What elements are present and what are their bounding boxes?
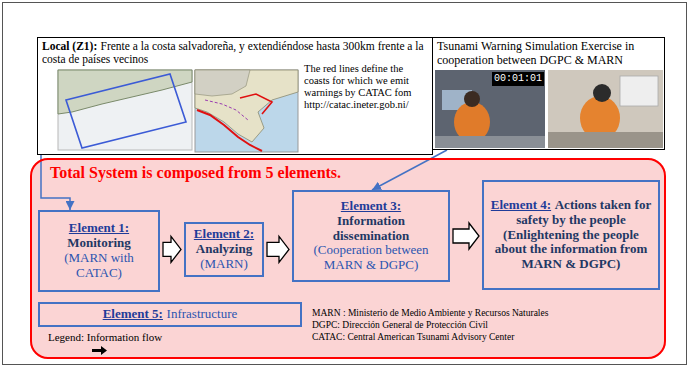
zone-rectangle [66, 74, 186, 148]
warning-coast-line [197, 110, 262, 151]
node-text: Tsunami Warning Simulation Exercise in c… [437, 39, 634, 67]
text-flow: Tsunami Warning Simulation Exercise in c… [437, 40, 660, 68]
text-flow: Element 4:Actions takenfor safety by the… [488, 198, 654, 273]
node-text: Frente a la costa salvadoreña, y extendi… [42, 40, 424, 65]
whiteboard [620, 76, 658, 106]
zone-map [58, 70, 192, 150]
map-panel: Local (Z1):Frente a la costa salvadoreña… [37, 37, 433, 155]
text-flow: Local (Z1):Frente a la costa salvadoreña… [42, 40, 428, 66]
photo-panel: Tsunami Warning Simulation Exercise in c… [432, 37, 665, 150]
footnote: CATAC: Central American Tsunami Advisory… [312, 332, 514, 343]
node-text: (MARN) [190, 257, 258, 272]
flow-arrow [163, 236, 181, 262]
flow-arrow [267, 236, 289, 262]
legend-text: Legend: Information flow [48, 331, 162, 343]
node-text: Information dissemination [298, 214, 444, 244]
text-flow: Element 2:Analyzing(MARN) [190, 227, 258, 272]
desk [435, 136, 545, 148]
element-heading: Element 1: [44, 221, 154, 236]
element-box: Element 5: Infrastructure [38, 302, 302, 327]
warning-coast-line [240, 94, 272, 114]
element-box: Element 1:Monitoring(MARN with CATAC) [38, 210, 160, 292]
element-heading: Element 3: [298, 199, 444, 214]
exercise-photo [435, 70, 663, 148]
node-text: (Cooperation between MARN & DGPC) [298, 243, 444, 273]
legend-entry: Legend: Information flow [48, 331, 162, 344]
map-land [58, 70, 192, 114]
text-flow: Element 1:Monitoring(MARN with CATAC) [44, 221, 154, 281]
timer-readout: 00:01:01 [492, 72, 544, 86]
callout-arrow [372, 150, 447, 190]
callout-arrow [41, 155, 70, 210]
node-text: Monitoring [44, 236, 154, 251]
system-region-fill [30, 158, 666, 359]
person-head [464, 91, 480, 107]
region-title: Total System is composed from 5 elements… [50, 164, 470, 182]
map-sea [195, 70, 298, 152]
photo-right [548, 70, 663, 148]
border-line [205, 100, 248, 120]
text-flow: Element 3:Information dissemination(Coop… [298, 199, 444, 274]
node-text: (MARN with CATAC) [44, 251, 154, 281]
element-box: Element 2:Analyzing(MARN) [184, 222, 264, 277]
element-box: Element 3:Information dissemination(Coop… [292, 190, 450, 282]
legend-arrow [92, 346, 107, 355]
map-land [195, 70, 250, 96]
slide-frame [3, 3, 687, 365]
footnote: MARN : Ministerio de Medio Ambiente y Re… [312, 308, 548, 319]
node-text: Analyzing [190, 242, 258, 257]
legend-arrow-sample [92, 346, 108, 355]
node-text: Actions taken [555, 197, 631, 212]
map-land [195, 70, 298, 142]
node-text: The red lines define the coasts for whic… [304, 63, 430, 111]
photo-left [435, 70, 545, 148]
node-text: Local (Z1): [42, 40, 97, 52]
node-text: Infrastructure [167, 306, 238, 321]
element-box: Element 4:Actions takenfor safety by the… [482, 180, 660, 290]
text-flow: Element 5: Infrastructure [44, 307, 296, 322]
element-heading: Element 4: [491, 197, 551, 212]
footnote: DGPC: Dirección General de Protección Ci… [312, 320, 488, 331]
region-map [195, 70, 298, 152]
table [548, 132, 663, 148]
map-sea [58, 70, 192, 150]
element-heading: Element 2: [190, 227, 258, 242]
flow-arrow [453, 223, 479, 249]
person-head [593, 84, 611, 102]
element-heading: Element 5: [103, 306, 163, 321]
